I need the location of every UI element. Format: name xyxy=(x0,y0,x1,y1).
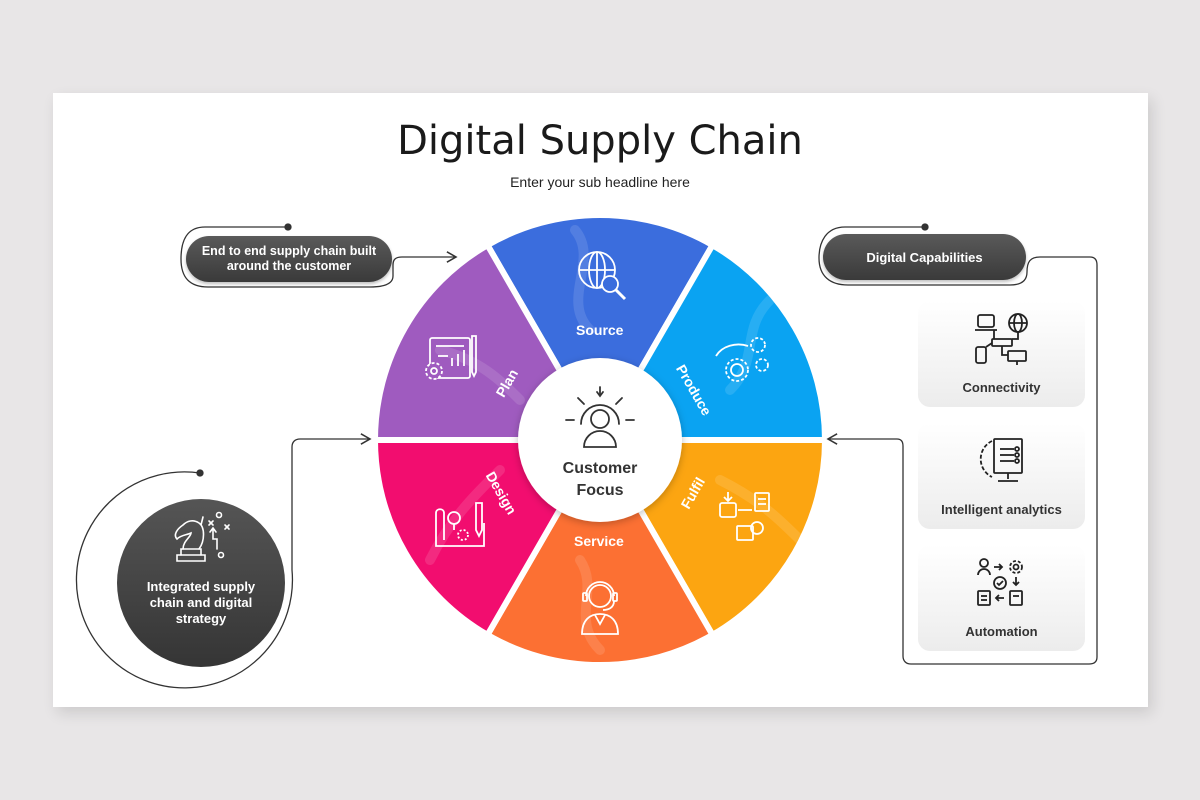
customer-service-icon xyxy=(581,581,619,635)
strategy-line2: chain and digital xyxy=(149,595,253,610)
capability-label: Connectivity xyxy=(962,380,1041,395)
order-fulfil-icon xyxy=(719,492,770,541)
segment-label-service: Service xyxy=(574,533,624,549)
connector-right xyxy=(818,223,1098,665)
capability-card-automation: Automation xyxy=(918,545,1085,651)
capability-card-intelligent-analytics: Intelligent analytics xyxy=(918,423,1085,529)
callout-end-to-end: End to end supply chain built around the… xyxy=(186,236,392,282)
chess-knight-strategy-icon xyxy=(174,511,230,562)
automation-flow-icon xyxy=(976,558,1023,606)
callout-digital-capabilities: Digital Capabilities xyxy=(823,234,1026,280)
capability-card-connectivity: Connectivity xyxy=(918,301,1085,407)
capability-label: Automation xyxy=(965,624,1038,639)
connector-top-left xyxy=(180,223,458,288)
segment-label-source: Source xyxy=(576,322,624,338)
network-devices-icon xyxy=(974,313,1028,365)
center-label-line2: Focus xyxy=(576,482,624,499)
gear-monitor-analytics-icon xyxy=(979,438,1023,482)
customer-focus-icon xyxy=(565,386,635,448)
center-label-line1: Customer xyxy=(562,460,638,477)
design-blueprint-icon xyxy=(435,502,485,547)
strategy-line1: Integrated supply xyxy=(146,579,256,594)
callout-digital-capabilities-label: Digital Capabilities xyxy=(866,249,983,265)
gears-icon xyxy=(715,337,769,382)
callout-line2: around the customer xyxy=(226,259,352,273)
capability-label: Intelligent analytics xyxy=(941,502,1062,517)
wheel-segments xyxy=(372,212,828,668)
plan-document-icon xyxy=(425,335,477,380)
globe-search-icon xyxy=(578,251,627,301)
center-label: Customer Focus xyxy=(540,458,660,502)
connector-bottom-left xyxy=(75,433,372,689)
page-subtitle: Enter your sub headline here xyxy=(510,174,690,190)
center-circle xyxy=(518,358,682,522)
page-title: Digital Supply Chain xyxy=(397,118,803,164)
strategy-line3: strategy xyxy=(175,611,227,626)
callout-integrated-strategy: Integrated supply chain and digital stra… xyxy=(117,499,285,667)
callout-line1: End to end supply chain built xyxy=(201,244,377,258)
